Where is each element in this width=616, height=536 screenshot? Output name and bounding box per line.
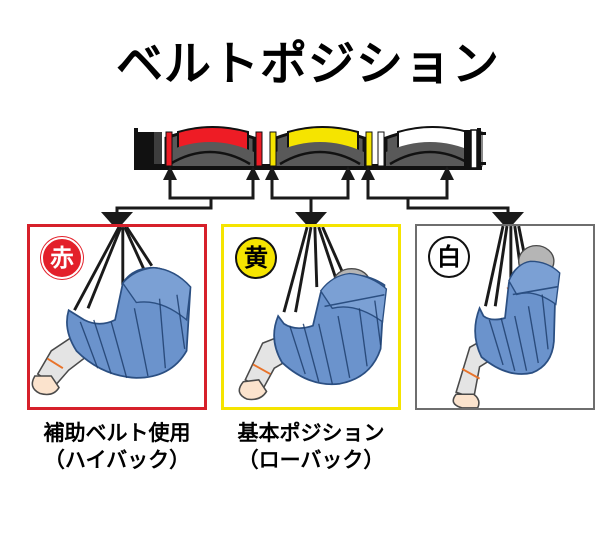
connector-diagram	[101, 166, 524, 230]
panel-red[interactable]: 赤	[27, 224, 207, 410]
belt-left-end-cap	[134, 128, 162, 168]
marker-red-right	[255, 131, 263, 167]
belt-diagram	[134, 126, 486, 170]
belt-segment-white	[384, 126, 476, 168]
connector-down-arrowheads	[101, 212, 524, 230]
down-arrow-red	[101, 212, 133, 230]
sling-straps-yellow	[282, 227, 346, 313]
connector-drop-white	[406, 198, 510, 216]
connector-rail-white	[366, 188, 449, 200]
belt-segment-yellow	[274, 126, 366, 168]
marker-yellow-right	[365, 131, 373, 167]
up-arrow-3	[265, 166, 279, 180]
connector-up-arrowheads	[163, 166, 454, 180]
marker-red-left	[165, 131, 173, 167]
badge-yellow: 黄	[235, 237, 277, 279]
sling-fabric-yellow	[273, 272, 388, 386]
caption-red-line1: 補助ベルト使用	[43, 421, 191, 445]
connector-rail-yellow	[270, 188, 350, 200]
sling-fabric-white	[474, 260, 561, 375]
badge-white: 白	[428, 236, 470, 278]
caption-yellow-line1: 基本ポジション	[237, 421, 385, 445]
panel-white[interactable]: 白	[415, 224, 595, 410]
badge-red: 赤	[41, 237, 83, 279]
up-arrow-1	[163, 166, 177, 180]
up-arrow-4	[341, 166, 355, 180]
sling-figure-yellow	[238, 227, 388, 401]
sling-straps-red	[73, 227, 154, 311]
panel-yellow[interactable]: 黄	[221, 224, 401, 410]
sling-figure-white	[452, 226, 561, 408]
marker-yellow-left	[269, 131, 277, 167]
sling-figure-red	[31, 227, 192, 396]
up-arrow-5	[361, 166, 375, 180]
down-arrow-white	[492, 212, 524, 230]
up-arrow-6	[440, 166, 454, 180]
marker-white-left	[377, 131, 385, 167]
page-title: ベルトポジション	[116, 37, 500, 92]
sling-fabric-red	[66, 266, 192, 379]
caption-red-line2: （ハイバック）	[43, 447, 191, 472]
up-arrow-2	[246, 166, 260, 180]
belt-segment-red	[164, 126, 256, 168]
caption-yellow: 基本ポジション （ローバック）	[211, 420, 411, 474]
belt-right-end-bracket	[464, 128, 486, 170]
caption-yellow-line2: （ローバック）	[237, 447, 385, 472]
connector-rail-red	[168, 188, 255, 200]
down-arrow-yellow	[295, 212, 327, 230]
caption-red: 補助ベルト使用 （ハイバック）	[17, 420, 217, 474]
